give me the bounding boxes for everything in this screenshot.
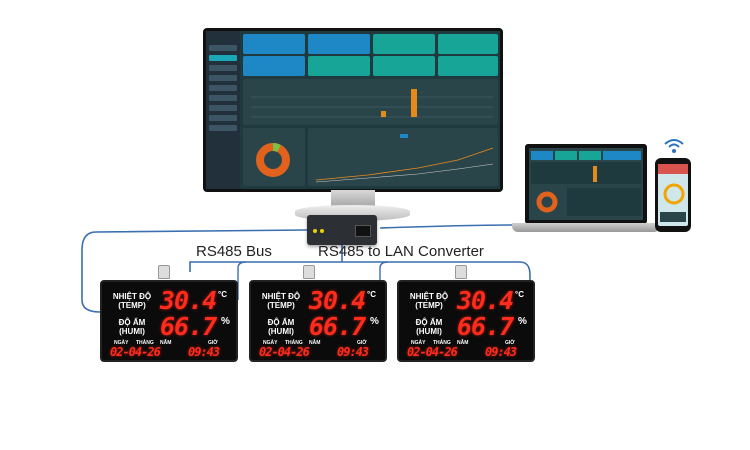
time-value: 09:43 — [188, 345, 220, 359]
stat-tile — [243, 56, 305, 76]
temperature-unit: °C — [515, 290, 524, 299]
humidity-label-en: (HUMI) — [268, 327, 294, 336]
stat-tile — [438, 34, 498, 54]
temp-label: NHIỆT ĐỘ — [261, 292, 301, 301]
temp-label: NHIỆT ĐỘ — [409, 292, 449, 301]
stat-tile — [308, 56, 370, 76]
time-value: 09:43 — [337, 345, 369, 359]
stat-tile — [243, 34, 305, 54]
humidity-label: ĐỘ ẨM — [267, 318, 295, 327]
monitor-stand — [331, 190, 375, 206]
humidity-value: 66.7 — [160, 312, 217, 341]
stat-tile — [373, 34, 435, 54]
month-label: THÁNG — [285, 340, 303, 346]
day-label: NGÀY — [114, 340, 129, 346]
humidity-unit: % — [221, 316, 230, 327]
sensor-probe — [158, 265, 170, 279]
hour-label: GIỜ — [505, 340, 515, 346]
stat-tile — [308, 34, 370, 54]
humidity-label: ĐỘ ẨM — [415, 318, 443, 327]
display-board: NHIỆT ĐỘ (TEMP) 30.4 °C ĐỘ ẨM (HUMI) 66.… — [397, 280, 535, 362]
temperature-value: 30.4 — [457, 286, 514, 315]
bar-chart-panel — [243, 79, 498, 125]
laptop — [525, 144, 647, 224]
donut-panel — [243, 128, 305, 186]
line-chart-panel — [308, 128, 498, 186]
month-label: THÁNG — [433, 340, 451, 346]
dashboard-sidebar — [206, 31, 240, 189]
stat-tile — [438, 56, 498, 76]
year-label: NĂM — [309, 340, 321, 346]
hour-label: GIỜ — [208, 340, 218, 346]
temperature-value: 30.4 — [160, 286, 217, 315]
laptop-base — [512, 223, 660, 232]
humidity-label: ĐỘ ẨM — [118, 318, 146, 327]
laptop-dashboard — [529, 148, 643, 220]
month-label: THÁNG — [136, 340, 154, 346]
humidity-unit: % — [518, 316, 527, 327]
day-label: NGÀY — [263, 340, 278, 346]
date-value: 02-04-26 — [259, 345, 310, 359]
humidity-value: 66.7 — [457, 312, 514, 341]
time-value: 09:43 — [485, 345, 517, 359]
temp-label-en: (TEMP) — [118, 301, 146, 310]
phone-screen — [658, 164, 688, 226]
humidity-value: 66.7 — [309, 312, 366, 341]
display-board: NHIỆT ĐỘ (TEMP) 30.4 °C ĐỘ ẨM (HUMI) 66.… — [100, 280, 238, 362]
humidity-label-en: (HUMI) — [416, 327, 442, 336]
dashboard-screen — [206, 31, 500, 189]
humidity-label-en: (HUMI) — [119, 327, 145, 336]
sensor-probe — [303, 265, 315, 279]
rs485-lan-converter — [307, 215, 377, 245]
temperature-unit: °C — [218, 290, 227, 299]
desktop-monitor — [203, 28, 503, 192]
display-board: NHIỆT ĐỘ (TEMP) 30.4 °C ĐỘ ẨM (HUMI) 66.… — [249, 280, 387, 362]
date-value: 02-04-26 — [110, 345, 161, 359]
converter-label: RS485 to LAN Converter — [318, 243, 484, 260]
temp-label: NHIỆT ĐỘ — [112, 292, 152, 301]
temp-label-en: (TEMP) — [415, 301, 443, 310]
stat-tile — [373, 56, 435, 76]
temperature-value: 30.4 — [309, 286, 366, 315]
year-label: NĂM — [457, 340, 469, 346]
day-label: NGÀY — [411, 340, 426, 346]
hour-label: GIỜ — [357, 340, 367, 346]
rs485-bus-label: RS485 Bus — [196, 243, 272, 260]
sensor-probe — [455, 265, 467, 279]
wifi-icon — [664, 139, 684, 153]
humidity-unit: % — [370, 316, 379, 327]
date-value: 02-04-26 — [407, 345, 458, 359]
temperature-unit: °C — [367, 290, 376, 299]
smartphone — [655, 158, 691, 232]
year-label: NĂM — [160, 340, 172, 346]
temp-label-en: (TEMP) — [267, 301, 295, 310]
